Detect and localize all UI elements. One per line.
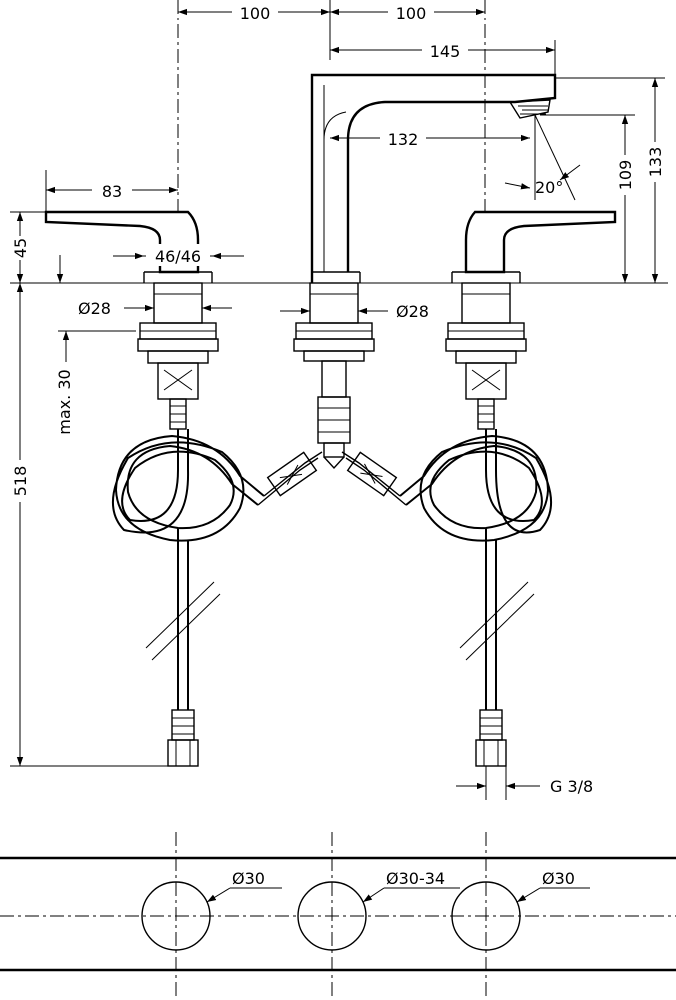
- dimension-20-degree: 20°: [504, 114, 581, 201]
- dimension-dia28-left: Ø28: [78, 299, 232, 318]
- dim-109-label: 109: [616, 160, 635, 191]
- dim-g38-label: G 3/8: [550, 777, 593, 796]
- hole-right-label: Ø30: [542, 869, 575, 888]
- dim-angle-label: 20°: [535, 178, 563, 197]
- dimension-g38: G 3/8: [456, 766, 593, 800]
- left-valve-body: [137, 282, 219, 430]
- hole-center: Ø30-34: [297, 869, 460, 951]
- hole-left: Ø30: [141, 869, 282, 951]
- dimension-max-30: max. 30: [55, 330, 136, 435]
- dim-518-label: 518: [11, 466, 30, 497]
- center-connector: [257, 451, 407, 506]
- dimension-132: 132: [330, 128, 530, 149]
- dim-46-46-label: 46/46: [155, 247, 201, 266]
- hole-left-label: Ø30: [232, 869, 265, 888]
- hole-center-label: Ø30-34: [386, 869, 445, 888]
- dim-133-label: 133: [646, 147, 665, 178]
- left-handle: [44, 170, 213, 283]
- dimension-100-left: 100: [178, 0, 331, 60]
- dimension-145: 145: [330, 40, 556, 78]
- deck-section: [0, 832, 676, 1000]
- right-hose-loop: [399, 429, 552, 767]
- center-lines: [177, 0, 486, 215]
- right-handle: [451, 210, 617, 283]
- dim-100-left-label: 100: [240, 4, 271, 23]
- dimension-46-46: 46/46: [113, 244, 244, 266]
- dimension-109: 109: [540, 114, 636, 283]
- spout: [310, 73, 557, 283]
- dimension-100-right: 100: [330, 2, 485, 23]
- dim-145-label: 145: [430, 42, 461, 61]
- dimension-133: 133: [555, 77, 666, 283]
- right-valve-body: [445, 282, 527, 430]
- center-valve-body: [293, 282, 375, 458]
- dim-max30-label: max. 30: [55, 369, 74, 434]
- dim-dia28-center-label: Ø28: [396, 302, 429, 321]
- dimension-83: 83: [46, 180, 178, 201]
- hole-right: Ø30: [451, 869, 590, 951]
- dim-132-label: 132: [388, 130, 419, 149]
- left-hose-loop: [112, 429, 265, 767]
- dim-dia28-left-label: Ø28: [78, 299, 111, 318]
- dim-45-label: 45: [11, 238, 30, 258]
- dim-83-label: 83: [102, 182, 122, 201]
- dim-100-right-label: 100: [396, 4, 427, 23]
- dimension-45: 45: [10, 211, 64, 283]
- dimension-dia28-center: Ø28: [280, 302, 429, 321]
- dimension-518: 518: [10, 283, 170, 767]
